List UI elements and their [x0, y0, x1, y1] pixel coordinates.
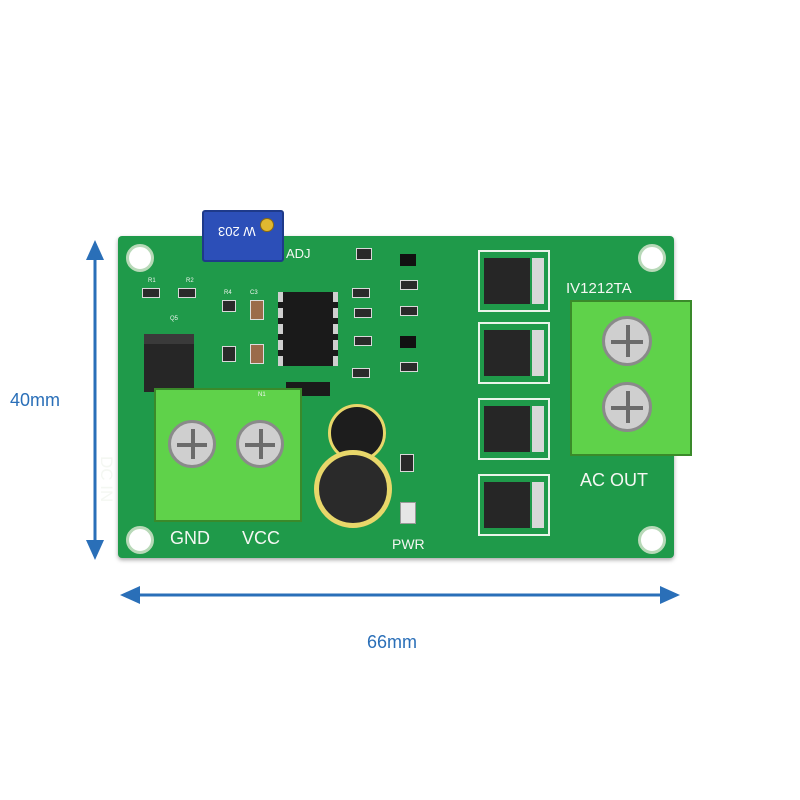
smd-resistor	[356, 248, 372, 260]
mounting-hole	[126, 244, 154, 272]
double-arrow-horizontal-icon	[120, 586, 680, 604]
smd-resistor	[222, 300, 236, 312]
adj-label: ADJ	[286, 246, 311, 261]
smd-resistor	[222, 346, 236, 362]
smd-capacitor	[250, 344, 264, 364]
potentiometer: W 203	[202, 210, 284, 262]
pwr-label: PWR	[392, 536, 425, 552]
electrolytic-capacitor-c1	[314, 450, 392, 528]
screw-icon	[602, 316, 652, 366]
model-label: IV1212TA	[566, 280, 632, 297]
mosfet-q2	[478, 322, 550, 384]
mounting-hole	[126, 526, 154, 554]
smd-resistor	[178, 288, 196, 298]
potentiometer-screw	[260, 218, 274, 232]
pcb-board: W 203 ADJ PWR IV1212TA	[97, 210, 692, 558]
mounting-hole	[638, 526, 666, 554]
mounting-hole	[638, 244, 666, 272]
ref-label: N1	[258, 392, 266, 398]
width-dimension-label: 66mm	[367, 632, 418, 652]
smd-diode	[352, 368, 370, 378]
ref-label: Q5	[170, 316, 179, 322]
transistor-q6	[400, 254, 416, 266]
ref-label: C3	[250, 290, 258, 296]
regulator-q5	[144, 334, 194, 392]
power-led	[400, 502, 416, 524]
transistor-q7	[400, 336, 416, 348]
smd-resistor	[400, 280, 418, 290]
mosfet-q1	[478, 250, 550, 312]
ic-chip	[278, 292, 338, 366]
smd-resistor	[354, 336, 372, 346]
vcc-label: VCC	[242, 528, 281, 548]
smd-resistor	[354, 308, 372, 318]
dc-in-label: DC IN	[97, 456, 116, 503]
ref-label: R2	[186, 278, 194, 284]
screw-icon	[168, 420, 216, 468]
smd-capacitor	[400, 306, 418, 316]
height-dimension-label: 40mm	[10, 390, 61, 410]
screw-icon	[236, 420, 284, 468]
potentiometer-marking: W 203	[218, 224, 256, 239]
ref-label: R1	[148, 278, 156, 284]
smd-capacitor	[250, 300, 264, 320]
double-arrow-vertical-icon	[86, 240, 104, 560]
smd-resistor	[142, 288, 160, 298]
smd-diode	[352, 288, 370, 298]
mosfet-q4	[478, 474, 550, 536]
ac-out-label: AC OUT	[580, 470, 649, 490]
mosfet-q3	[478, 398, 550, 460]
ref-label: R4	[224, 290, 232, 296]
smd-resistor	[400, 362, 418, 372]
screw-icon	[602, 382, 652, 432]
gnd-label: GND	[170, 528, 210, 548]
smd-resistor	[400, 454, 414, 472]
dc-in-terminal	[154, 388, 302, 522]
ac-out-terminal	[570, 300, 692, 456]
